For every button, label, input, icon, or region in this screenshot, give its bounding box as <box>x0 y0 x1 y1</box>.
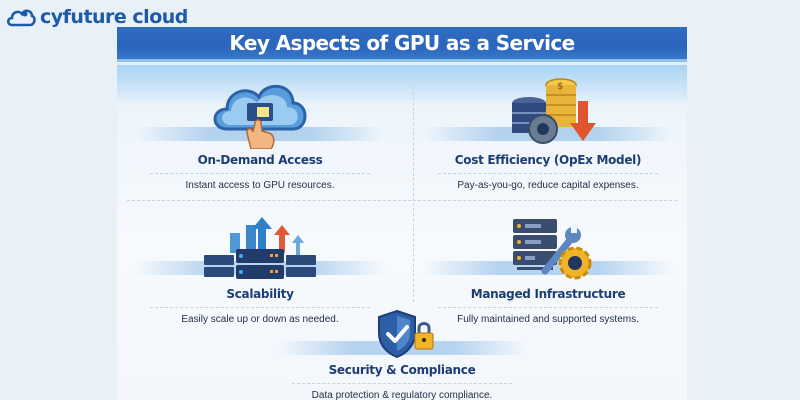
aspect-title: On-Demand Access <box>150 153 370 174</box>
servers-scale-arrows-icon <box>204 217 316 279</box>
shield-check-lock-icon <box>378 309 434 359</box>
aspect-description: Instant access to GPU resources. <box>185 180 335 191</box>
aspect-title: Security & Compliance <box>292 363 512 384</box>
aspect-description: Pay-as-you-go, reduce capital expenses. <box>457 180 639 191</box>
aspect-card-security-compliance: Security & Compliance Data protection & … <box>267 309 537 400</box>
cloud-logo-icon <box>6 9 36 27</box>
brand-logo: cyfuture cloud <box>6 4 188 30</box>
header-banner: Key Aspects of GPU as a Service <box>117 27 687 62</box>
server-wrench-gear-icon <box>513 219 592 280</box>
aspect-card-on-demand: On-Demand Access Instant access to GPU r… <box>125 71 395 191</box>
aspect-card-managed-infrastructure: Managed Infrastructure Fully maintained … <box>413 205 683 325</box>
aspect-description: Data protection & regulatory compliance. <box>311 390 493 400</box>
aspect-card-cost-efficiency: $ Cost Efficiency (OpEx Model) Pay-as-yo… <box>413 71 683 191</box>
aspect-title: Managed Infrastructure <box>438 287 658 308</box>
aspect-description: Fully maintained and supported systems. <box>457 314 639 325</box>
page-title: Key Aspects of GPU as a Service <box>229 31 575 55</box>
infographic-panel: Key Aspects of GPU as a Service On-Deman… <box>117 27 687 400</box>
svg-text:$: $ <box>557 82 563 92</box>
aspect-title: Scalability <box>150 287 370 308</box>
coins-database-gear-icon: $ <box>512 78 596 144</box>
horizontal-divider <box>127 200 677 201</box>
aspect-card-scalability: Scalability Easily scale up or down as n… <box>125 205 395 325</box>
brand-name: cyfuture cloud <box>40 6 188 28</box>
aspect-title: Cost Efficiency (OpEx Model) <box>438 153 658 174</box>
vertical-divider <box>413 72 414 302</box>
aspect-description: Easily scale up or down as needed. <box>181 314 339 325</box>
cloud-chip-touch-icon <box>213 84 307 149</box>
